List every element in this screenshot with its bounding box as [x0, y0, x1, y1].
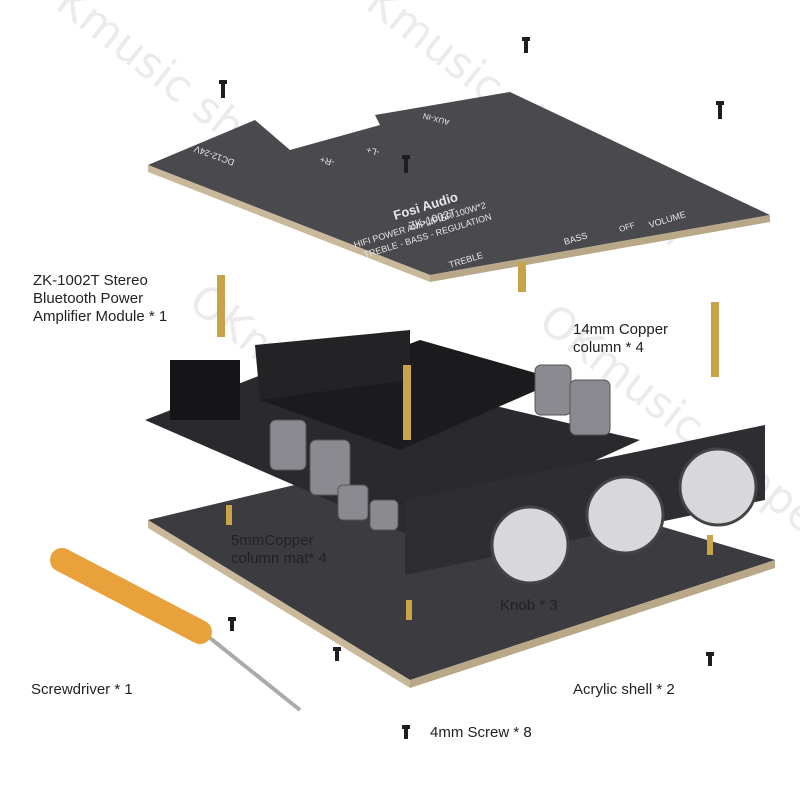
knob [678, 447, 758, 527]
dc-jack [170, 360, 240, 420]
knob [490, 505, 570, 585]
knob [585, 475, 665, 555]
label-acrylic-shell: Acrylic shell * 2 [573, 681, 675, 698]
label-screwdriver: Screwdriver * 1 [31, 681, 133, 698]
board-r: -R+ [319, 154, 336, 167]
board-l: -L+ [365, 145, 380, 158]
screws [219, 37, 724, 739]
screwdriver [50, 548, 302, 712]
label-knob: Knob * 3 [500, 597, 558, 614]
knobs [490, 447, 758, 585]
top-acrylic-board [148, 92, 770, 275]
label-copper-column: 14mm Copper column * 4 [573, 321, 669, 356]
capacitors [269, 364, 611, 531]
copper-columns [217, 262, 719, 620]
label-module: ZK-1002T Stereo Bluetooth Power Amplifie… [33, 272, 168, 325]
bottom-acrylic-shell [148, 455, 775, 680]
label-column-mat: 5mmCopper column mat* 4 [231, 532, 327, 567]
label-screw: 4mm Screw * 8 [430, 724, 532, 741]
